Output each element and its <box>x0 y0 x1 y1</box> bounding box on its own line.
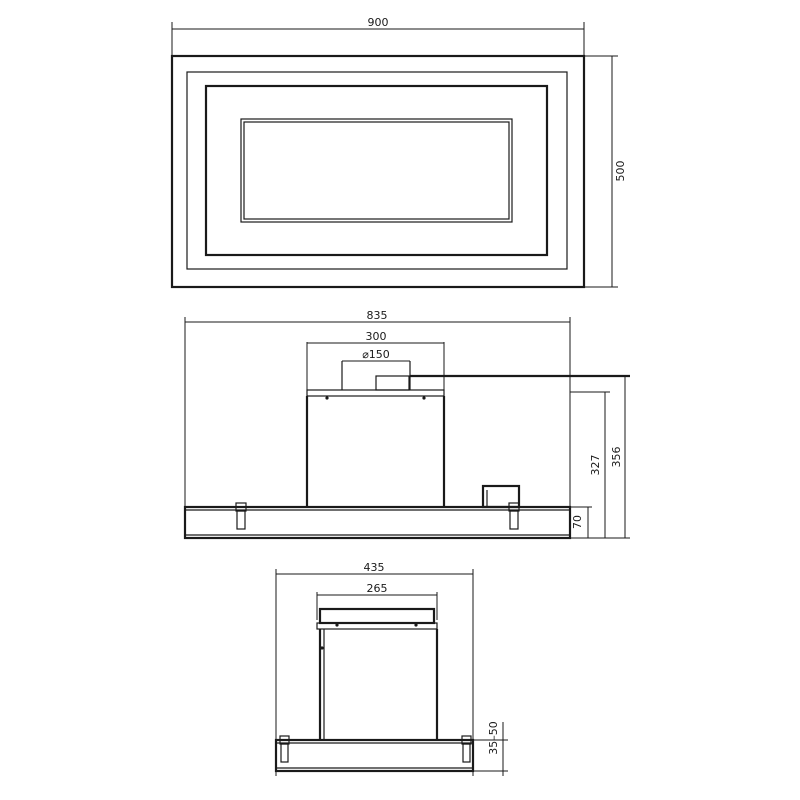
front-view-inner-width-label: 300 <box>366 330 387 343</box>
top-view-width-label: 900 <box>368 16 389 29</box>
front-view-base-label: 70 <box>571 515 584 529</box>
side-view: 435 265 35–50 <box>274 561 508 776</box>
front-view-height-label-1: 327 <box>589 455 602 476</box>
front-view: 835 300 ⌀150 <box>183 309 630 540</box>
front-view-height-label-2: 356 <box>610 447 623 468</box>
front-view-width-label: 835 <box>367 309 388 322</box>
front-view-diameter-label: ⌀150 <box>362 348 390 361</box>
top-view: 900 500 <box>170 16 627 289</box>
side-view-base-label: 35–50 <box>487 721 500 755</box>
top-view-height-label: 500 <box>614 161 627 182</box>
side-view-inner-width-label: 265 <box>367 582 388 595</box>
side-view-width-label: 435 <box>364 561 385 574</box>
